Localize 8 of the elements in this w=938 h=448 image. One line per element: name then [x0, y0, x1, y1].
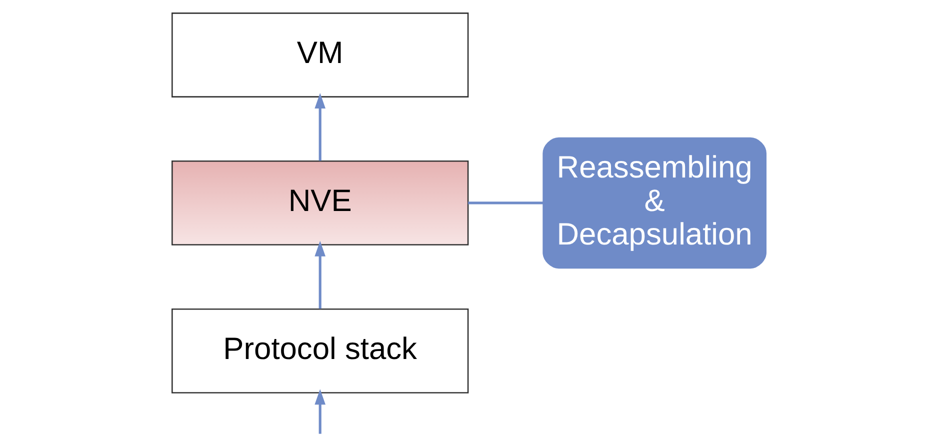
arrow — [314, 389, 326, 434]
arrow — [314, 240, 326, 309]
arrow — [314, 92, 326, 161]
node-box: Protocol stack — [172, 308, 469, 394]
node-box: NVE — [172, 160, 469, 246]
node-box: Reassembling & Decapsulation — [542, 137, 766, 269]
connector — [468, 202, 544, 204]
node-box: VM — [172, 12, 469, 98]
